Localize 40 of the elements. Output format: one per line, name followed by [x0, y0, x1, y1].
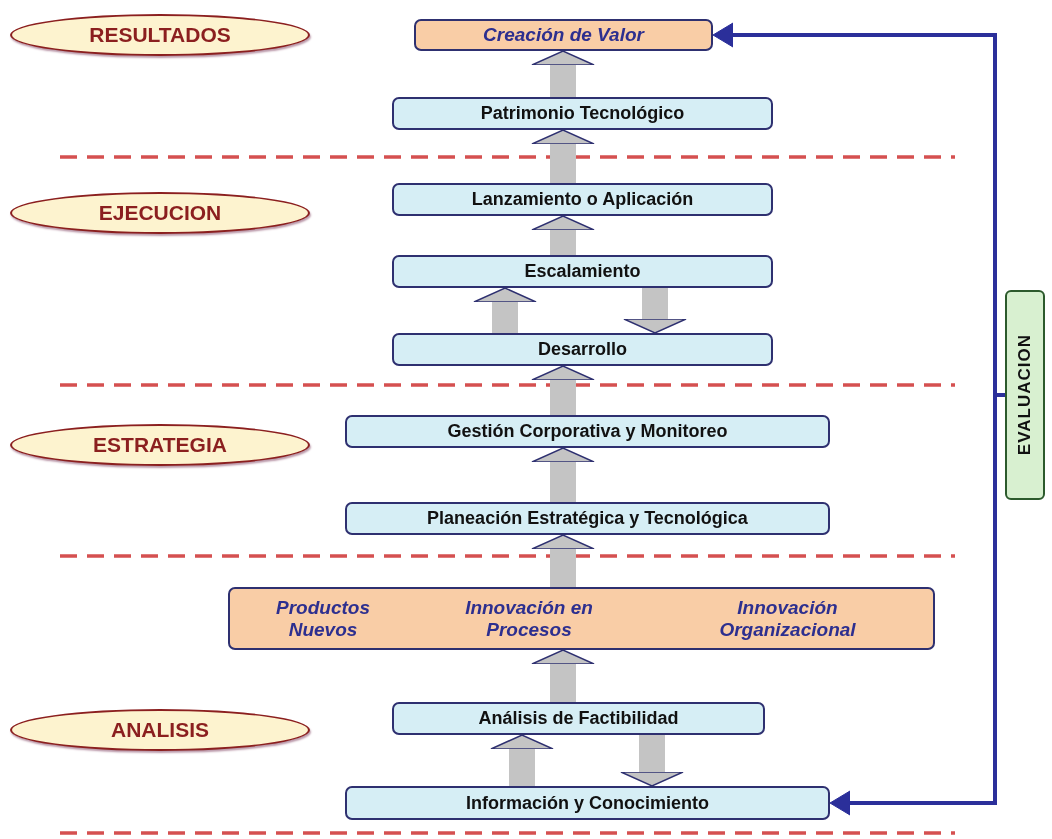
block-arrow: [531, 50, 595, 97]
process-box: [392, 333, 773, 366]
result-box: [228, 587, 935, 650]
box-label: Productos Nuevos: [275, 596, 371, 641]
box-label: Innovación en Procesos: [464, 596, 594, 641]
process-box: [392, 255, 773, 288]
stage-label: EJECUCION: [98, 201, 222, 225]
stage-label: ESTRATEGIA: [93, 433, 227, 457]
block-arrow: [531, 649, 595, 702]
box-label: Creación de Valor: [483, 24, 644, 46]
box-label: Planeación Estratégica y Tecnológica: [427, 508, 748, 529]
feedback-arrow: [829, 393, 1005, 816]
block-arrow: [531, 129, 595, 183]
evaluation-box: [1005, 290, 1045, 500]
box-label: Información y Conocimiento: [466, 792, 709, 814]
stage-label: RESULTADOS: [89, 23, 231, 47]
result-box: [414, 19, 713, 51]
box-label: Escalamiento: [524, 261, 641, 282]
box-label: Gestión Corporativa y Monitoreo: [447, 421, 728, 442]
block-arrow: [531, 447, 595, 502]
box-label: Patrimonio Tecnológico: [480, 103, 685, 124]
block-arrow: [531, 365, 595, 415]
process-box: [345, 502, 830, 535]
block-arrow: [490, 734, 554, 786]
process-box: [345, 786, 830, 820]
box-label: Lanzamiento o Aplicación: [471, 189, 694, 210]
block-arrow: [531, 215, 595, 255]
box-label: Análisis de Factibilidad: [478, 708, 679, 729]
process-box: [392, 702, 765, 735]
process-box: [392, 183, 773, 216]
stage-label: ANALISIS: [111, 718, 209, 742]
box-label: Desarrollo: [537, 339, 627, 360]
vertical-label: EVALUACION: [1015, 334, 1035, 456]
process-box: [392, 97, 773, 130]
block-arrow: [623, 288, 687, 334]
block-arrow: [531, 534, 595, 587]
process-box: [345, 415, 830, 448]
box-label: Innovación Organizacional: [718, 596, 857, 641]
block-arrow: [620, 735, 684, 787]
block-arrow: [473, 287, 537, 333]
